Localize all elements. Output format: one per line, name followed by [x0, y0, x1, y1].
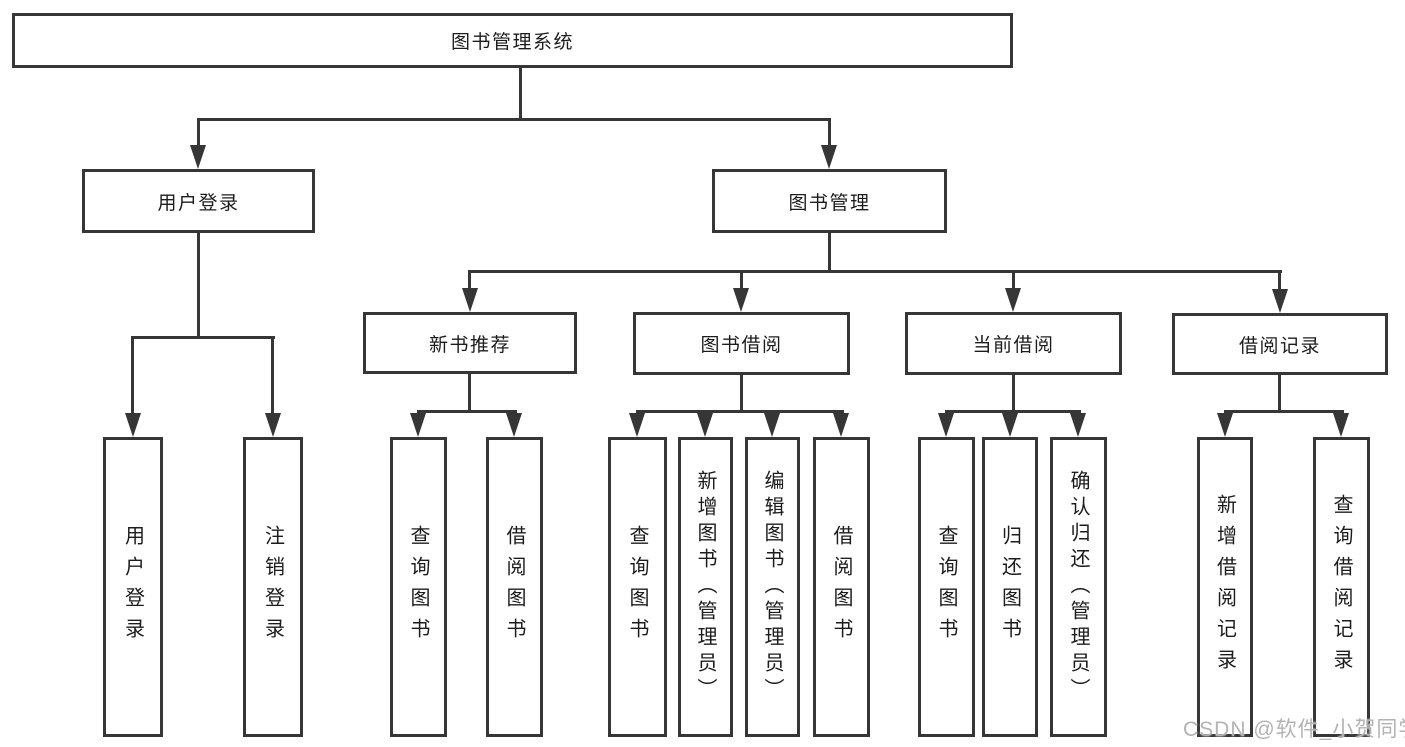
- connector-line: [468, 270, 1282, 273]
- connector-line: [197, 120, 200, 146]
- arrow-down-icon: [265, 413, 281, 437]
- node-label: 借阅记录: [1238, 335, 1321, 357]
- connector-line: [740, 272, 743, 289]
- leaf-label: 借阅图书: [830, 525, 852, 649]
- arrow-down-icon: [1272, 289, 1288, 313]
- leaf-logout: 注销登录: [243, 437, 303, 737]
- arrow-down-icon: [462, 288, 478, 312]
- connector-line: [1224, 410, 1344, 413]
- connector-line: [1278, 272, 1281, 289]
- connector-line: [197, 118, 831, 121]
- node-label: 当前借阅: [972, 335, 1055, 356]
- leaf-edit-books-admin: 编辑图书（管理员）: [745, 437, 800, 737]
- connector-line: [417, 410, 517, 413]
- leaf-query-books-current: 查询图书: [918, 437, 975, 737]
- leaf-borrow-books-recommend: 借阅图书: [486, 437, 543, 737]
- node-label: 用户登录: [157, 192, 240, 214]
- arrow-down-icon: [938, 413, 954, 437]
- leaf-query-borrow-record: 查询借阅记录: [1313, 437, 1370, 737]
- arrow-down-icon: [1002, 413, 1018, 437]
- arrow-down-icon: [733, 288, 749, 312]
- connector-line: [740, 374, 743, 412]
- node-current-borrowing: 当前借阅: [905, 312, 1122, 375]
- connector-line: [828, 233, 831, 272]
- leaf-label: 借阅图书: [503, 525, 525, 649]
- node-borrowing-records: 借阅记录: [1172, 313, 1388, 375]
- leaf-label: 注销登录: [261, 525, 284, 649]
- node-library-management-system: 图书管理系统: [12, 13, 1013, 68]
- connector-line: [131, 336, 275, 339]
- leaf-label: 查询借阅记录: [1330, 494, 1352, 680]
- node-book-management: 图书管理: [712, 169, 947, 233]
- leaf-label: 查询图书: [935, 525, 957, 649]
- connector-line: [1012, 374, 1015, 412]
- arrow-down-icon: [764, 413, 780, 437]
- connector-line: [636, 410, 844, 413]
- arrow-down-icon: [629, 413, 645, 437]
- connector-line: [197, 233, 200, 338]
- leaf-confirm-return-admin: 确认归还（管理员）: [1050, 437, 1107, 737]
- arrow-down-icon: [1005, 288, 1021, 312]
- leaf-query-books-recommend: 查询图书: [390, 437, 447, 737]
- leaf-label: 新增借阅记录: [1213, 494, 1236, 680]
- arrow-down-icon: [125, 413, 141, 437]
- leaf-user-login: 用户登录: [103, 437, 163, 737]
- node-new-book-recommendation: 新书推荐: [363, 312, 577, 374]
- leaf-label: 新增图书（管理员）: [694, 470, 716, 704]
- node-book-borrowing: 图书借阅: [633, 312, 850, 375]
- node-label: 图书借阅: [700, 335, 783, 356]
- connector-line: [468, 272, 471, 289]
- leaf-label: 归还图书: [998, 525, 1021, 649]
- arrow-down-icon: [190, 145, 206, 169]
- arrow-down-icon: [506, 413, 522, 437]
- arrow-down-icon: [410, 413, 426, 437]
- connector-line: [271, 338, 274, 414]
- node-label: 新书推荐: [428, 334, 511, 356]
- connector-line: [828, 120, 831, 146]
- arrow-down-icon: [697, 413, 713, 437]
- leaf-borrow-books: 借阅图书: [813, 437, 870, 737]
- arrow-down-icon: [821, 145, 837, 169]
- connector-line: [945, 410, 1081, 413]
- connector-line: [131, 338, 134, 414]
- arrow-down-icon: [833, 413, 849, 437]
- leaf-add-borrow-record: 新增借阅记录: [1197, 437, 1253, 737]
- leaf-label: 确认归还（管理员）: [1067, 470, 1089, 704]
- arrow-down-icon: [1070, 413, 1086, 437]
- leaf-query-books-borrowing: 查询图书: [608, 437, 667, 737]
- connector-line: [468, 373, 471, 412]
- leaf-label: 查询图书: [407, 525, 429, 649]
- connector-line: [1012, 272, 1015, 289]
- connector-line: [519, 68, 522, 120]
- node-label: 图书管理系统: [450, 32, 574, 53]
- node-label: 图书管理: [788, 192, 871, 214]
- leaf-label: 编辑图书（管理员）: [761, 470, 783, 704]
- leaf-return-books: 归还图书: [982, 437, 1038, 737]
- node-user-login: 用户登录: [82, 169, 315, 233]
- leaf-add-books-admin: 新增图书（管理员）: [678, 437, 733, 737]
- leaf-label: 查询图书: [626, 525, 648, 649]
- connector-line: [1278, 374, 1281, 412]
- arrow-down-icon: [1217, 413, 1233, 437]
- csdn-watermark: CSDN @软件_小贺同学: [1183, 718, 1405, 741]
- arrow-down-icon: [1333, 413, 1349, 437]
- leaf-label: 用户登录: [121, 525, 144, 649]
